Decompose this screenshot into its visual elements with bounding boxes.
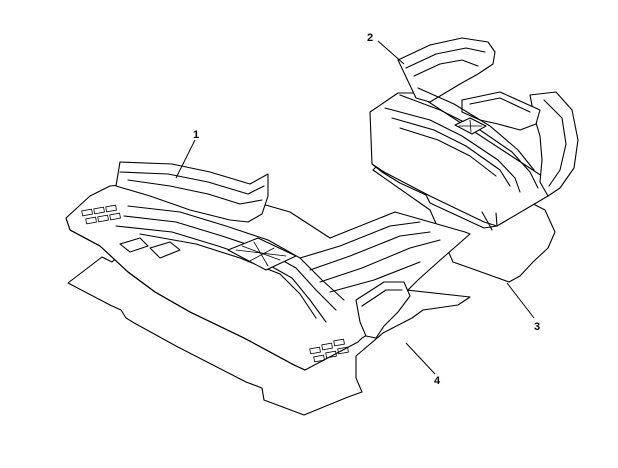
leader-4	[405, 342, 436, 375]
callout-3: 3	[534, 321, 540, 333]
front-floor-mat	[65, 161, 471, 371]
leader-3	[506, 282, 535, 319]
rear-floor-mat	[369, 37, 579, 231]
front-mat-slot-pads	[81, 204, 349, 363]
leader-lines	[175, 40, 535, 375]
callout-1: 1	[193, 129, 199, 141]
leader-1	[175, 139, 196, 179]
leader-2	[377, 40, 405, 65]
callout-labels: 1 2 3 4	[193, 32, 540, 387]
callout-2: 2	[367, 32, 373, 44]
callout-4: 4	[434, 375, 441, 387]
